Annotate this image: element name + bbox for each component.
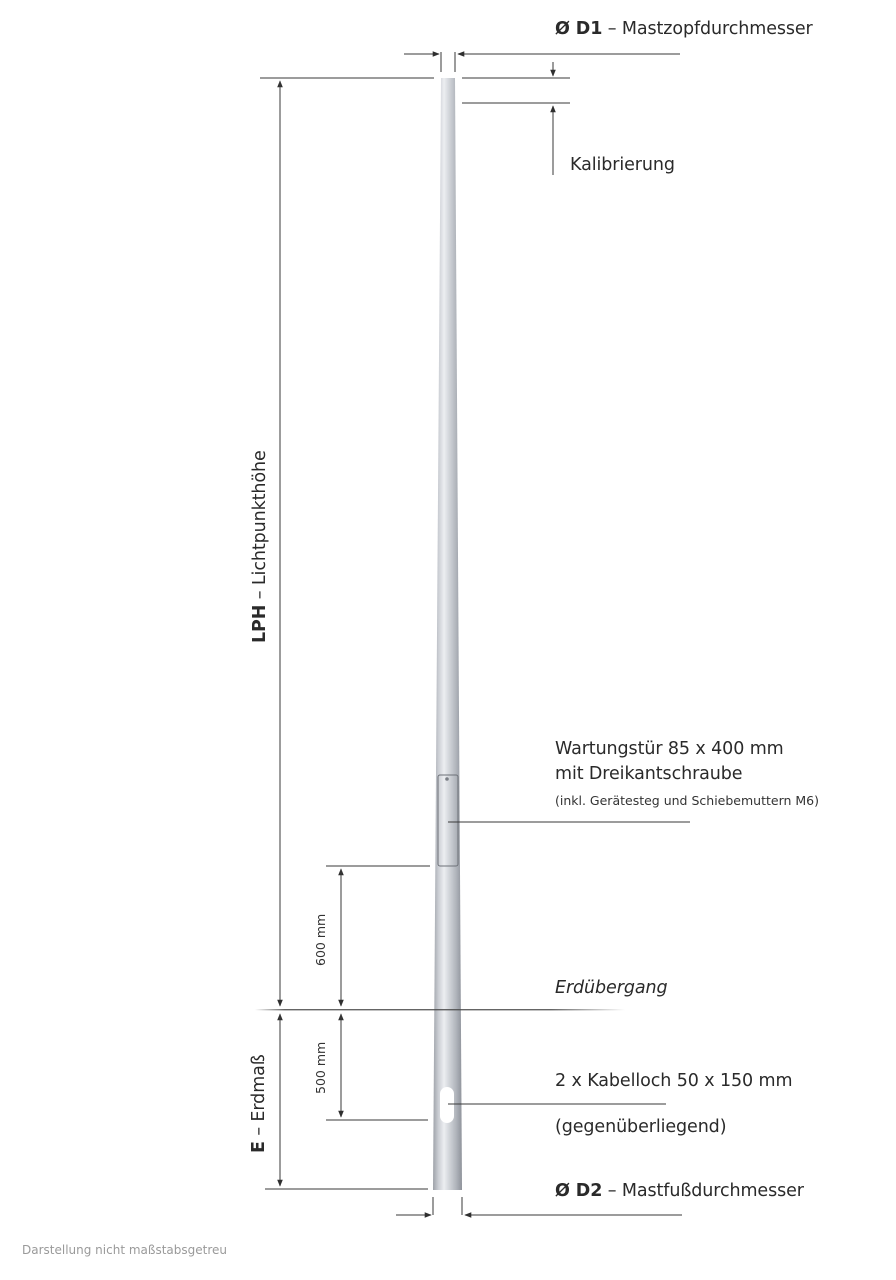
lph-dash: – (250, 585, 270, 605)
dim-500-label: 500 mm (313, 1041, 328, 1094)
d2-dash: – (602, 1181, 622, 1201)
dim-500-dimension (326, 1013, 428, 1121)
cable-hole (440, 1087, 454, 1123)
erdmass-label: E – Erdmaß (249, 1054, 269, 1153)
d2-text: Mastfußdurchmesser (621, 1181, 804, 1201)
erdmass-symbol: E (249, 1141, 269, 1153)
lph-label: LPH – Lichtpunkthöhe (250, 450, 270, 643)
dim-600-dimension (326, 865, 430, 1007)
erdmass-dash: – (249, 1121, 269, 1142)
cable-label-line1: 2 x Kabelloch 50 x 150 mm (555, 1071, 793, 1091)
d1-dimension (404, 51, 680, 72)
d2-symbol: Ø D2 (555, 1181, 603, 1201)
d1-text: Mastzopfdurchmesser (621, 19, 813, 39)
maintenance-door (437, 774, 459, 867)
erdmass-dimension (265, 1013, 428, 1190)
ground-label: Erdübergang (555, 978, 668, 998)
d1-symbol: Ø D1 (555, 19, 603, 39)
lph-text: Lichtpunkthöhe (250, 450, 270, 586)
d1-dash: – (602, 19, 622, 39)
d1-label: Ø D1 – Mastzopfdurchmesser (555, 19, 813, 39)
pole-shaft (433, 78, 462, 1190)
cable-label-line2: (gegenüberliegend) (555, 1117, 727, 1137)
lph-symbol: LPH (250, 604, 270, 643)
erdmass-text: Erdmaß (249, 1054, 269, 1122)
door-label-line2: mit Dreikantschraube (555, 764, 743, 784)
door-label-note: (inkl. Gerätesteg und Schiebemuttern M6) (555, 793, 820, 808)
dim-600-label: 600 mm (313, 913, 328, 966)
lph-dimension (260, 77, 434, 1007)
calibration-dimension (462, 62, 570, 175)
scale-footnote: Darstellung nicht maßstabsgetreu (22, 1243, 227, 1257)
d2-dimension (396, 1197, 682, 1218)
ground-line (255, 1009, 625, 1011)
d2-label: Ø D2 – Mastfußdurchmesser (555, 1181, 804, 1201)
door-label-line1: Wartungstür 85 x 400 mm (555, 739, 784, 759)
calibration-label: Kalibrierung (570, 155, 675, 175)
